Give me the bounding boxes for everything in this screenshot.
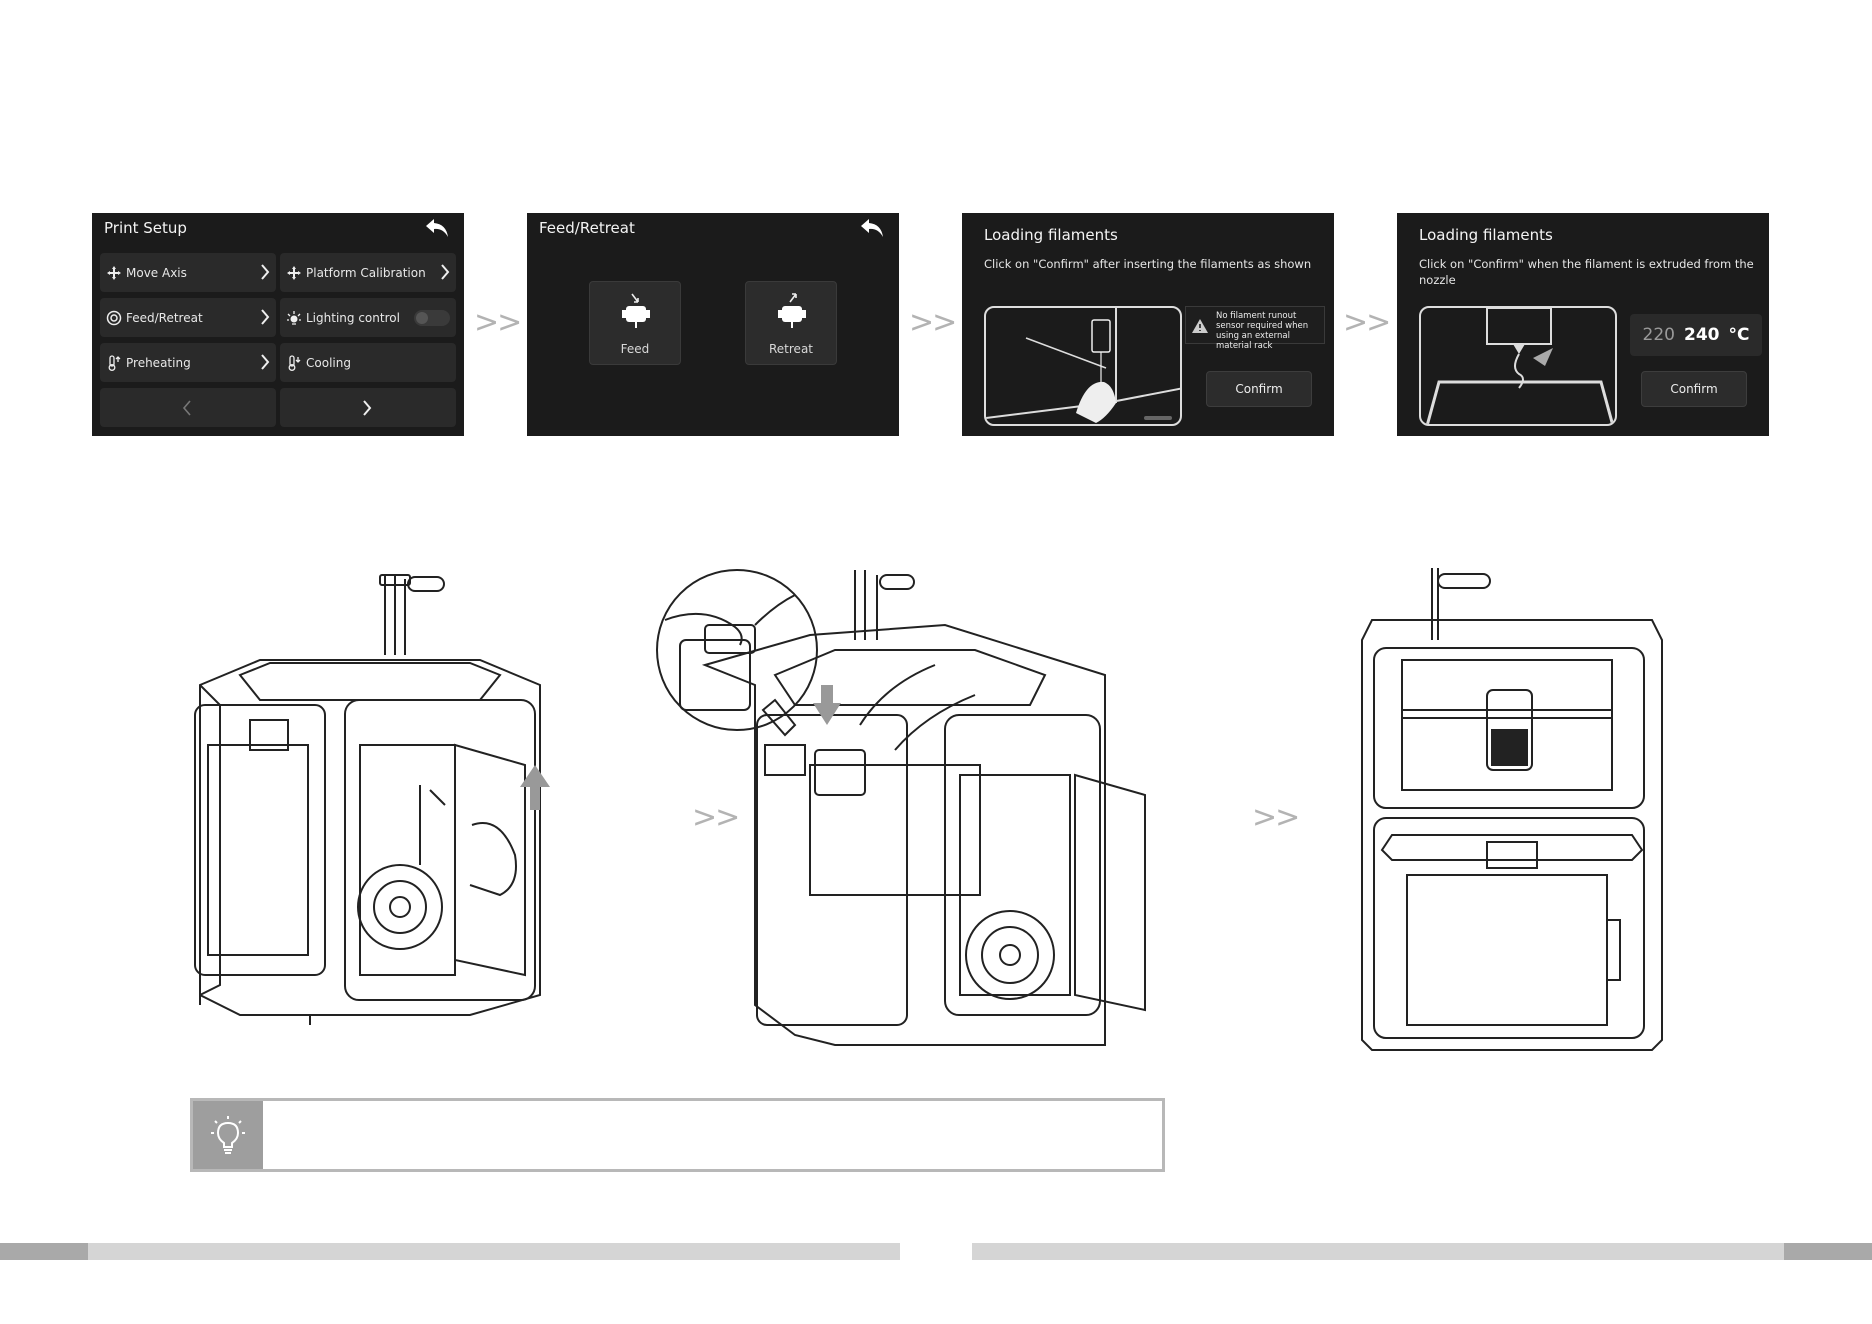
back-arrow-icon[interactable] bbox=[424, 217, 450, 239]
chevron-right-icon bbox=[261, 264, 270, 280]
feed-retreat-icon bbox=[106, 310, 122, 325]
preheating-label: Preheating bbox=[126, 355, 191, 370]
loading-filaments-extrude-screen: Loading filaments Click on "Confirm" whe… bbox=[1397, 213, 1769, 436]
loading-instruction: Click on "Confirm" after inserting the f… bbox=[984, 257, 1312, 271]
loading-filaments-insert-screen: Loading filaments Click on "Confirm" aft… bbox=[962, 213, 1334, 436]
move-axis-button[interactable]: Move Axis bbox=[100, 253, 276, 292]
footer-bar-right bbox=[972, 1243, 1872, 1260]
loading-title: Loading filaments bbox=[1419, 226, 1553, 244]
extrude-illustration bbox=[1419, 306, 1617, 426]
warning-text: No filament runout sensor required when … bbox=[1216, 311, 1309, 351]
step-separator: >> bbox=[692, 800, 740, 835]
extruder-retreat-icon bbox=[778, 293, 806, 328]
step-separator: >> bbox=[1343, 305, 1391, 340]
printer-insert-filament-illustration bbox=[656, 569, 1146, 1046]
retreat-button[interactable]: Retreat bbox=[745, 281, 837, 365]
footer-accent-right bbox=[1784, 1243, 1872, 1260]
temperature-target: 240 bbox=[1683, 325, 1720, 345]
insert-filament-illustration bbox=[984, 306, 1182, 426]
print-setup-screen: Print Setup Move Axis Platform Calibrati… bbox=[92, 213, 464, 436]
extruder-feed-icon bbox=[622, 293, 650, 328]
lighting-toggle[interactable] bbox=[414, 310, 450, 326]
cooling-button[interactable]: Cooling bbox=[280, 343, 456, 382]
nozzle-temperature-display: 220 240 °C bbox=[1630, 314, 1762, 356]
cooling-label: Cooling bbox=[306, 355, 351, 370]
printer-open-door-illustration bbox=[194, 574, 550, 1025]
chevron-left-icon bbox=[182, 400, 191, 416]
tip-box bbox=[190, 1098, 1165, 1172]
prev-page-button[interactable] bbox=[100, 388, 276, 427]
feed-label: Feed bbox=[620, 342, 650, 356]
retreat-label: Retreat bbox=[769, 342, 813, 356]
loading-instruction: Click on "Confirm" when the filament is … bbox=[1419, 257, 1754, 287]
next-page-button[interactable] bbox=[280, 388, 456, 427]
chevron-right-icon bbox=[261, 354, 270, 370]
chevron-right-icon bbox=[441, 264, 450, 280]
tip-icon-panel bbox=[193, 1101, 263, 1169]
footer-bar-left bbox=[0, 1243, 900, 1260]
platform-calibration-button[interactable]: Platform Calibration bbox=[280, 253, 456, 292]
confirm-button[interactable]: Confirm bbox=[1206, 371, 1312, 407]
feed-retreat-label: Feed/Retreat bbox=[126, 310, 203, 325]
loading-title: Loading filaments bbox=[984, 226, 1118, 244]
light-icon bbox=[287, 310, 301, 325]
footer-accent-left bbox=[0, 1243, 88, 1260]
thermometer-down-icon bbox=[288, 354, 301, 371]
feed-retreat-button[interactable]: Feed/Retreat bbox=[100, 298, 276, 337]
confirm-button[interactable]: Confirm bbox=[1641, 371, 1747, 407]
chevron-right-icon bbox=[261, 309, 270, 325]
thermometer-up-icon bbox=[108, 354, 121, 371]
feed-button[interactable]: Feed bbox=[589, 281, 681, 365]
move-axis-icon bbox=[107, 265, 121, 280]
temperature-current: 220 bbox=[1642, 325, 1675, 345]
temperature-unit: °C bbox=[1728, 325, 1750, 345]
lighting-control-label: Lighting control bbox=[306, 310, 400, 325]
print-setup-title: Print Setup bbox=[104, 219, 187, 237]
feed-retreat-screen: Feed/Retreat Feed Retreat bbox=[527, 213, 899, 436]
step-separator: >> bbox=[909, 305, 957, 340]
lighting-control-button[interactable]: Lighting control bbox=[280, 298, 456, 337]
lightbulb-icon bbox=[211, 1116, 245, 1154]
move-axis-icon bbox=[287, 265, 301, 280]
warning-icon bbox=[1192, 319, 1208, 333]
chevron-right-icon bbox=[363, 400, 372, 416]
runout-sensor-warning: No filament runout sensor required when … bbox=[1185, 306, 1325, 351]
preheating-button[interactable]: Preheating bbox=[100, 343, 276, 382]
step-separator: >> bbox=[1252, 800, 1300, 835]
step-separator: >> bbox=[474, 305, 522, 340]
back-arrow-icon[interactable] bbox=[859, 217, 885, 239]
printer-front-view-illustration bbox=[1361, 568, 1663, 1051]
platform-calibration-label: Platform Calibration bbox=[306, 265, 426, 280]
feed-retreat-title: Feed/Retreat bbox=[539, 219, 635, 237]
move-axis-label: Move Axis bbox=[126, 265, 187, 280]
